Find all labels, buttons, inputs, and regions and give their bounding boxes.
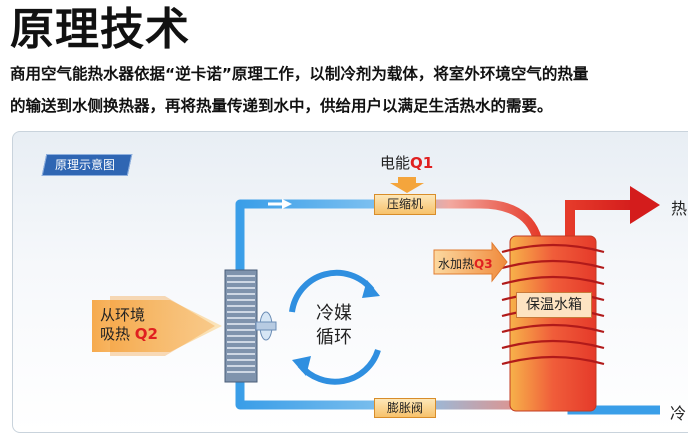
diagram-tag: 原理示意图 <box>41 154 133 176</box>
refrigerant-label: 冷媒 循环 <box>316 303 352 348</box>
water-heat-label: 水加热Q3 <box>438 257 493 271</box>
fan-icon <box>255 311 277 341</box>
description-line-1: 商用空气能热水器依据“逆卡诺”原理工作，以制冷剂为载体，将室外环境空气的热量 <box>10 65 589 83</box>
ambient-heat-arrow <box>92 300 222 352</box>
hot-outlet-label: 热 <box>671 199 688 218</box>
hot-water-arrow-icon <box>630 186 660 224</box>
description-line-2: 的输送到水侧换热器，再将热量传递到水中，供给用户以满足生活热水的需要。 <box>10 97 553 115</box>
ambient-label: 从环境 吸热 Q2 <box>100 306 158 343</box>
refrigerant-pipe-top <box>235 199 545 395</box>
electric-label: 电能Q1 <box>380 154 434 172</box>
valve-box: 膨胀阀 <box>374 398 436 418</box>
water-tank <box>501 235 605 412</box>
cold-inlet-label: 冷 <box>670 404 687 423</box>
evaporator-coil <box>224 269 258 383</box>
flow-arrowhead-icon <box>282 199 292 209</box>
principle-diagram <box>92 177 660 415</box>
circulation-arrow-icon <box>289 269 375 313</box>
compressor-box: 压缩机 <box>374 194 436 215</box>
page-title: 原理技术 <box>10 4 190 55</box>
water-heat-arrow <box>433 241 508 283</box>
tank-label: 保温水箱 <box>516 292 592 318</box>
electric-arrow-icon <box>390 177 424 193</box>
